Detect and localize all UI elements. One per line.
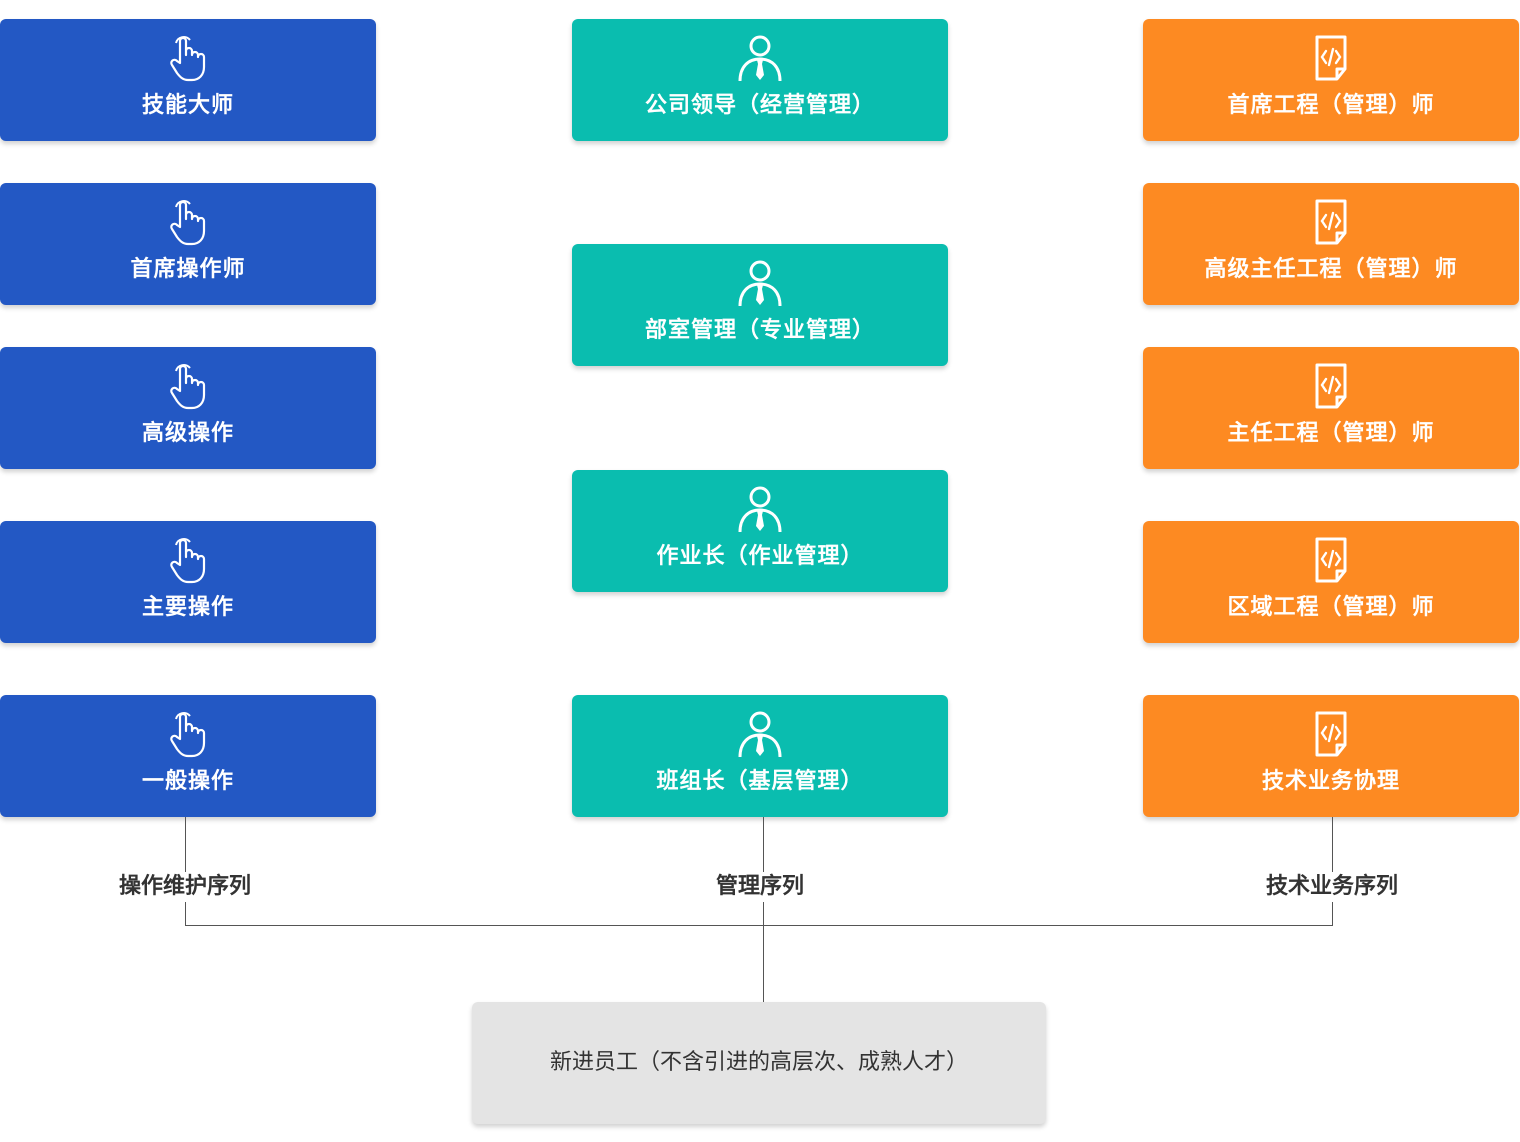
tech-card-business-assistant: 技术业务协理 xyxy=(1143,695,1519,817)
tech-connector-line xyxy=(1332,817,1333,925)
code-file-icon xyxy=(1307,197,1355,247)
tech-card-senior-director-engineer: 高级主任工程（管理）师 xyxy=(1143,183,1519,305)
horizontal-connector-line xyxy=(185,925,1333,926)
ops-connector-line xyxy=(185,817,186,925)
hand-pointer-icon xyxy=(164,361,212,411)
mgmt-card-team-leader: 班组长（基层管理） xyxy=(572,695,948,817)
mgmt-card-work-leader: 作业长（作业管理） xyxy=(572,470,948,592)
new-employee-box: 新进员工（不含引进的高层次、成熟人才） xyxy=(472,1002,1046,1124)
ops-sequence-label: 操作维护序列 xyxy=(65,872,305,902)
ops-card-main-operation: 主要操作 xyxy=(0,521,376,643)
manager-icon xyxy=(736,484,784,534)
tech-card-label: 首席工程（管理）师 xyxy=(1227,93,1435,118)
tech-card-chief-engineer: 首席工程（管理）师 xyxy=(1143,19,1519,141)
tech-card-label: 技术业务协理 xyxy=(1261,769,1400,794)
mgmt-connector-line xyxy=(763,817,764,1002)
code-file-icon xyxy=(1307,361,1355,411)
tech-card-director-engineer: 主任工程（管理）师 xyxy=(1143,347,1519,469)
code-file-icon xyxy=(1307,709,1355,759)
hand-pointer-icon xyxy=(164,535,212,585)
mgmt-card-label: 班组长（基层管理） xyxy=(656,769,864,794)
ops-card-label: 一般操作 xyxy=(141,769,234,794)
ops-card-label: 主要操作 xyxy=(141,595,234,620)
mgmt-sequence-label: 管理序列 xyxy=(640,872,880,902)
hand-pointer-icon xyxy=(164,709,212,759)
mgmt-card-label: 公司领导（经营管理） xyxy=(644,93,875,118)
manager-icon xyxy=(736,33,784,83)
manager-icon xyxy=(736,709,784,759)
tech-card-label: 主任工程（管理）师 xyxy=(1227,421,1435,446)
tech-sequence-label: 技术业务序列 xyxy=(1212,872,1452,902)
ops-card-chief-operator: 首席操作师 xyxy=(0,183,376,305)
new-employee-label: 新进员工（不含引进的高层次、成熟人才） xyxy=(549,1050,968,1075)
manager-icon xyxy=(736,258,784,308)
tech-card-regional-engineer: 区域工程（管理）师 xyxy=(1143,521,1519,643)
ops-card-label: 高级操作 xyxy=(141,421,234,446)
ops-card-skill-master: 技能大师 xyxy=(0,19,376,141)
code-file-icon xyxy=(1307,33,1355,83)
mgmt-card-company-leader: 公司领导（经营管理） xyxy=(572,19,948,141)
ops-card-senior-operation: 高级操作 xyxy=(0,347,376,469)
code-file-icon xyxy=(1307,535,1355,585)
ops-card-general-operation: 一般操作 xyxy=(0,695,376,817)
hand-pointer-icon xyxy=(164,33,212,83)
tech-card-label: 区域工程（管理）师 xyxy=(1227,595,1435,620)
ops-card-label: 技能大师 xyxy=(141,93,234,118)
ops-card-label: 首席操作师 xyxy=(130,257,246,282)
hand-pointer-icon xyxy=(164,197,212,247)
mgmt-card-label: 作业长（作业管理） xyxy=(656,544,864,569)
tech-card-label: 高级主任工程（管理）师 xyxy=(1204,257,1458,282)
mgmt-card-label: 部室管理（专业管理） xyxy=(644,318,875,343)
mgmt-card-department: 部室管理（专业管理） xyxy=(572,244,948,366)
